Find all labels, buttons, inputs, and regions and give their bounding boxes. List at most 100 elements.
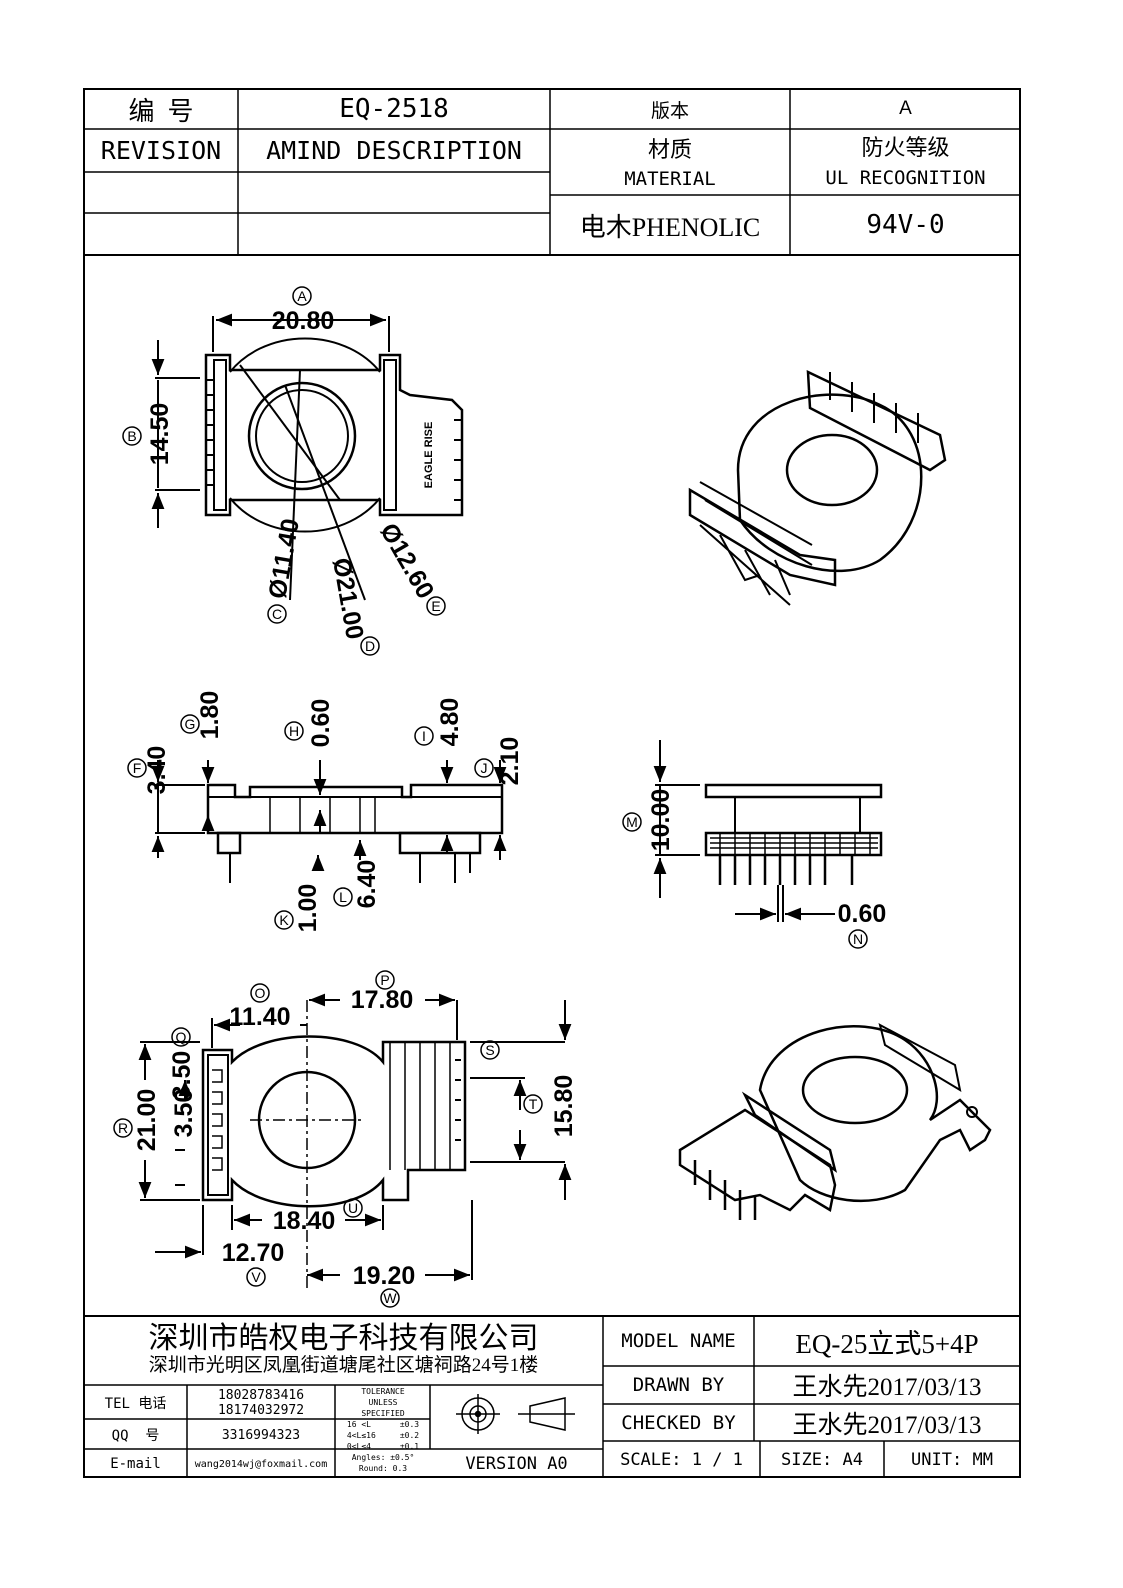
dim-q: 3.50 [168,1051,196,1100]
label-g: G [185,716,196,732]
dim-p: 17.80 [351,986,414,1014]
label-j: J [481,760,488,776]
label-h: H [289,723,299,739]
checked-by-label: CHECKED BY [621,1411,736,1434]
email-value: wang2014wj@foxmail.com [194,1458,328,1470]
tolerance-line: SPECIFIED [361,1409,405,1418]
dim-d: Ø21.00 [327,556,369,642]
tolerance-line: 16 <L ±0.3 [346,1420,420,1429]
code-value: EQ-2518 [339,94,449,124]
revision-label: REVISION [100,136,222,165]
balloons-top [122,286,446,656]
tel-label: TEL 电话 [104,1396,167,1412]
amind-description-label: AMIND DESCRIPTION [266,136,522,165]
iso-view-top [688,369,947,606]
label-f: F [133,760,142,776]
label-v: V [251,1269,261,1285]
unit-text: UNIT: MM [911,1449,993,1470]
model-name-label: MODEL NAME [621,1330,736,1352]
size-text: SIZE: A4 [781,1449,863,1470]
ul-label-en: UL RECOGNITION [825,167,986,189]
material-label-en: MATERIAL [624,168,716,190]
qq-label: QQ 号 [111,1428,160,1444]
side-view [206,783,504,883]
ul-label-cn: 防火等级 [861,135,950,160]
company-address: 深圳市光明区凤凰街道塘尾社区塘祠路24号1楼 [148,1354,539,1376]
balloons-end [622,812,868,949]
label-p: P [380,972,389,988]
label-c: C [272,606,282,622]
top-view [204,337,464,533]
label-e: E [431,598,440,614]
projection-symbol-icon [456,1394,575,1434]
dim-s: 3.50 [170,1089,198,1138]
ul-value: 94V-0 [866,210,945,240]
material-label-cn: 材质 [647,137,692,162]
version-text: VERSION A0 [465,1453,568,1474]
label-i: I [422,728,426,744]
end-view [704,783,883,885]
dim-f: 3.40 [143,746,171,795]
technical-drawing: EAGLE RISE 20.80 14.50 Ø11.40 Ø21.00 Ø12… [113,286,992,1308]
label-o: O [255,985,266,1001]
drawn-by-label: DRAWN BY [632,1374,725,1396]
tolerance-block: TOLERANCE UNLESS SPECIFIED 16 <L ±0.3 4<… [337,1386,429,1478]
dim-c: Ø11.40 [263,516,305,600]
company-name: 深圳市皓权电子科技有限公司 [148,1322,539,1352]
iso-view-bottom [678,1023,992,1220]
tolerance-line: Round: 0.3 [358,1464,408,1473]
dim-u: 18.40 [273,1207,336,1235]
checked-by-value: 王水先2017/03/13 [792,1411,982,1439]
label-s: S [485,1042,494,1058]
drawing-frame [83,88,1021,1478]
tolerance-line: Angles: ±0.5° [351,1453,415,1462]
tolerance-line: TOLERANCE [361,1387,405,1396]
qq-value: 3316994323 [221,1427,301,1443]
email-label: E-mail [110,1456,161,1472]
version-value: A [899,98,912,119]
label-b: B [127,428,136,444]
dim-a: 20.80 [272,307,335,335]
dim-t: 15.80 [550,1075,578,1138]
drawn-by-value: 王水先2017/03/13 [792,1374,982,1401]
label-k: K [279,912,289,928]
dim-m: 10.00 [647,789,675,852]
tel-value-2: 18174032972 [217,1403,305,1418]
dim-n: 0.60 [838,900,887,928]
tel-value-1: 18028783416 [217,1388,305,1403]
material-value: 电木PHENOLIC [579,212,761,242]
tolerance-line: UNLESS [368,1398,398,1407]
balloons-bottom [113,970,543,1308]
version-label: 版本 [650,100,689,122]
dim-e: Ø12.60 [374,518,439,603]
tolerance-line: 4<L≤16 ±0.2 [346,1431,420,1440]
label-w: W [383,1290,397,1306]
dim-k: 1.00 [294,884,322,933]
dim-g: 1.80 [196,691,224,740]
dim-b: 14.50 [146,403,174,466]
scale-text: SCALE: 1 / 1 [620,1449,743,1470]
label-m: M [626,814,638,830]
dim-o: 11.40 [229,1003,290,1031]
bottom-view [201,1035,467,1208]
label-a: A [297,288,307,304]
label-n: N [853,931,863,947]
label-u: U [348,1200,358,1216]
tolerance-line: 0<L≤4 ±0.1 [346,1442,420,1451]
label-l: L [339,889,347,905]
balloons-side [127,714,494,930]
dim-j: 2.10 [496,737,524,786]
header-grid [84,89,1020,256]
dim-r: 21.00 [133,1089,161,1152]
dim-i: 4.80 [436,698,464,747]
code-label: 编 号 [128,96,194,126]
eagle-rise-logo: EAGLE RISE [423,422,435,489]
label-t: T [529,1096,538,1112]
label-q: Q [176,1029,187,1045]
dim-l: 6.40 [353,860,381,909]
dim-h: 0.60 [307,699,335,748]
dim-w: 19.20 [353,1262,416,1290]
tel-values: 18028783416 18174032972 [187,1386,335,1422]
model-name-value: EQ-25立式5+4P [795,1328,979,1359]
label-d: D [365,638,375,654]
